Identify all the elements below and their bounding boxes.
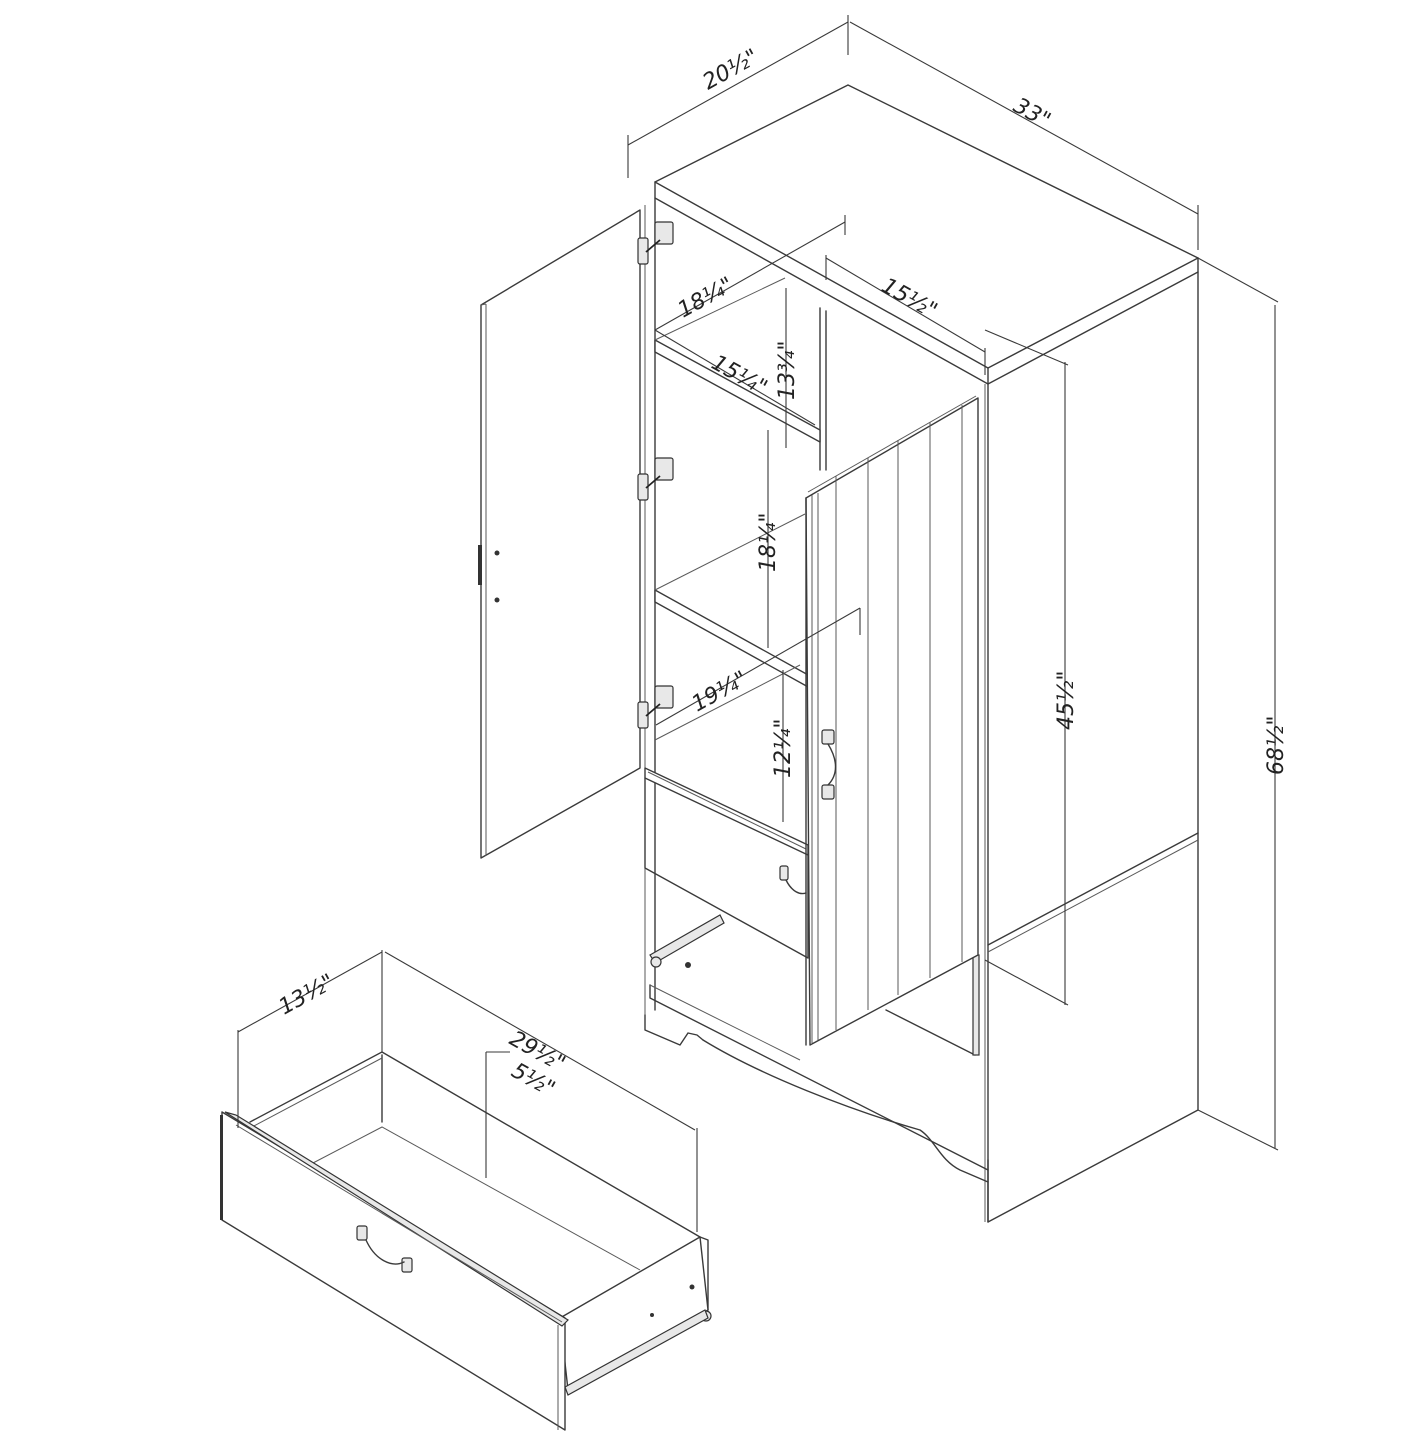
label-upper-compartment-height: 13¾" — [775, 341, 800, 400]
left-door-open — [478, 209, 674, 859]
hinge-icon-bottom — [637, 685, 674, 729]
door-pull-icon — [821, 729, 837, 800]
hinge-icon-top — [637, 221, 674, 265]
cabinet-body — [644, 84, 1199, 1223]
label-lower-shelf-depth: 19¼" — [688, 667, 752, 718]
right-door-ajar — [805, 395, 979, 1046]
drawer-slide — [649, 914, 725, 968]
hinge-icon-middle — [637, 457, 674, 501]
drawer-pull-icon — [356, 1225, 413, 1273]
label-lower-compartment-height: 12¼" — [771, 719, 796, 778]
label-middle-compartment-height: 18¼" — [756, 513, 781, 572]
dimension-lines — [237, 15, 1279, 1232]
label-drawer-depth: 13½" — [275, 970, 339, 1021]
label-overall-width: 33" — [1009, 93, 1054, 133]
label-overall-height: 68½" — [1264, 716, 1289, 775]
loose-drawer — [220, 1051, 712, 1431]
drawer-pull-icon — [779, 865, 807, 895]
label-door-opening-height: 45½" — [1054, 671, 1079, 730]
